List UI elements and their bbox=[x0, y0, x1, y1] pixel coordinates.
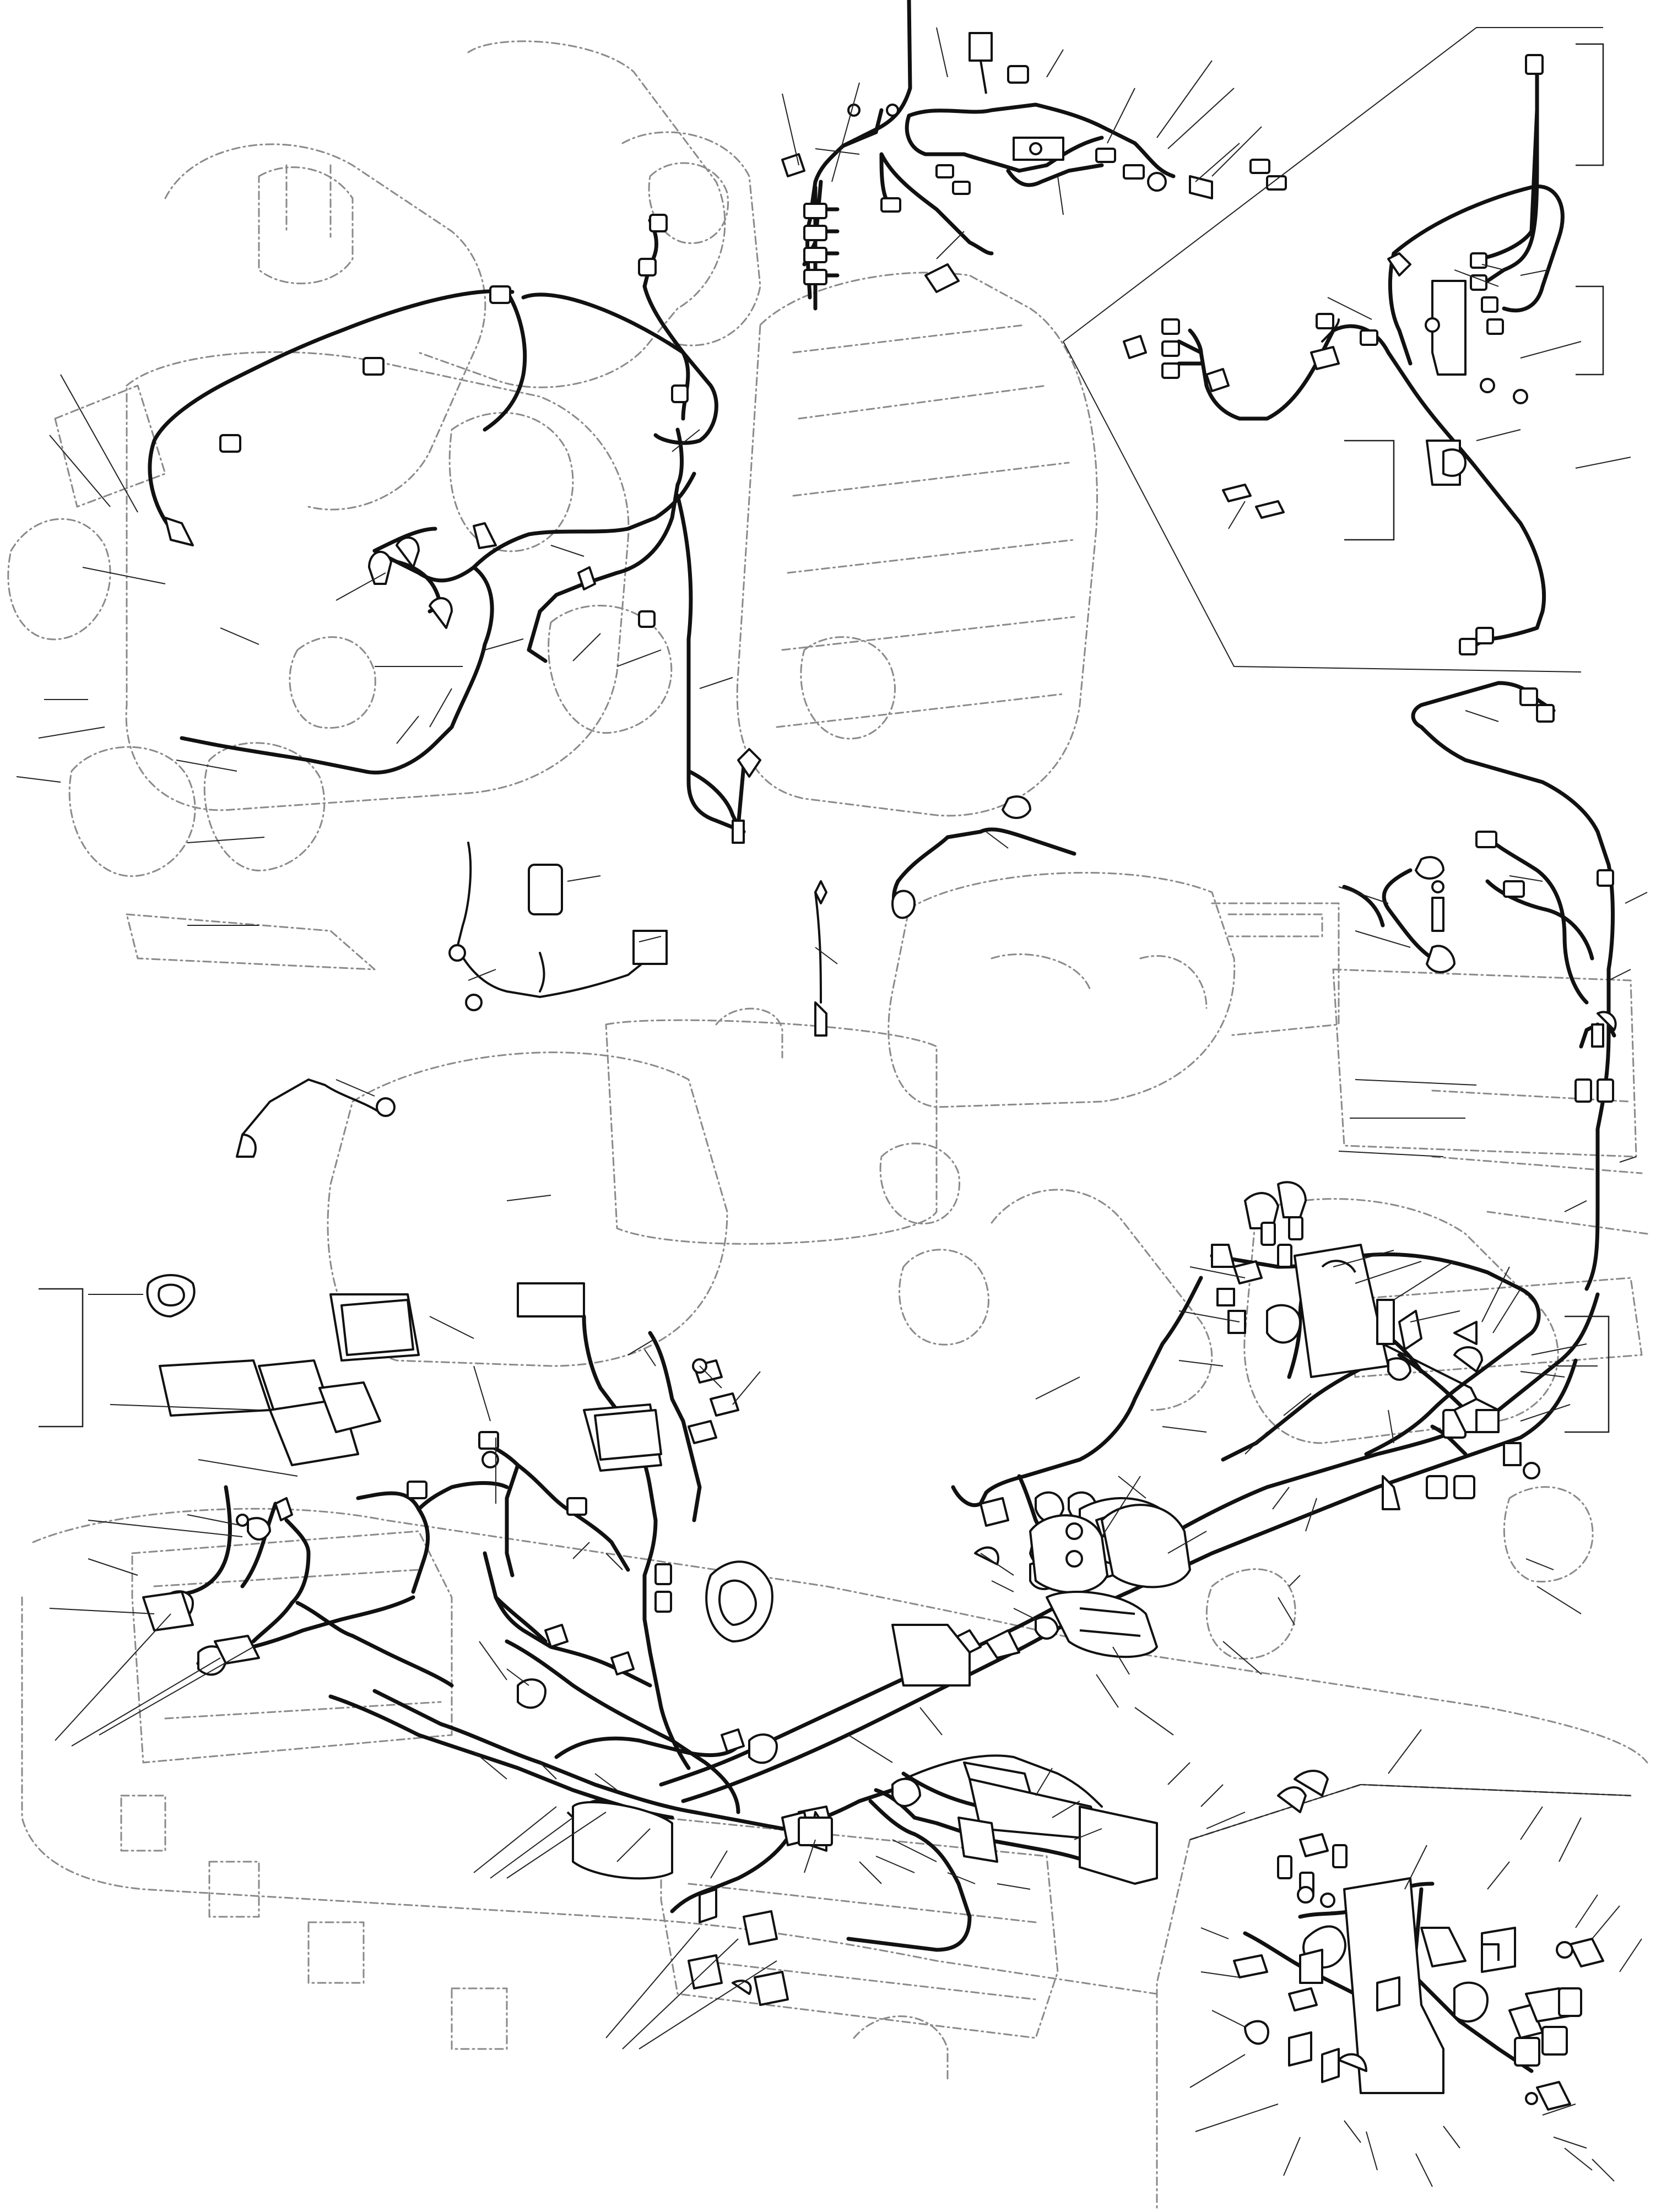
starter-motor-detail bbox=[705, 1504, 1191, 1658]
relay-bracket-inset bbox=[1189, 1770, 1631, 2111]
upper-harness-parts bbox=[164, 32, 1287, 1158]
leader-lines bbox=[16, 27, 1648, 2187]
upper-engine-outline bbox=[7, 40, 1098, 971]
lower-chassis-outline bbox=[21, 871, 1648, 2210]
battery-harness-parts bbox=[142, 1274, 1158, 2006]
cab-harness-inset bbox=[1063, 27, 1604, 673]
